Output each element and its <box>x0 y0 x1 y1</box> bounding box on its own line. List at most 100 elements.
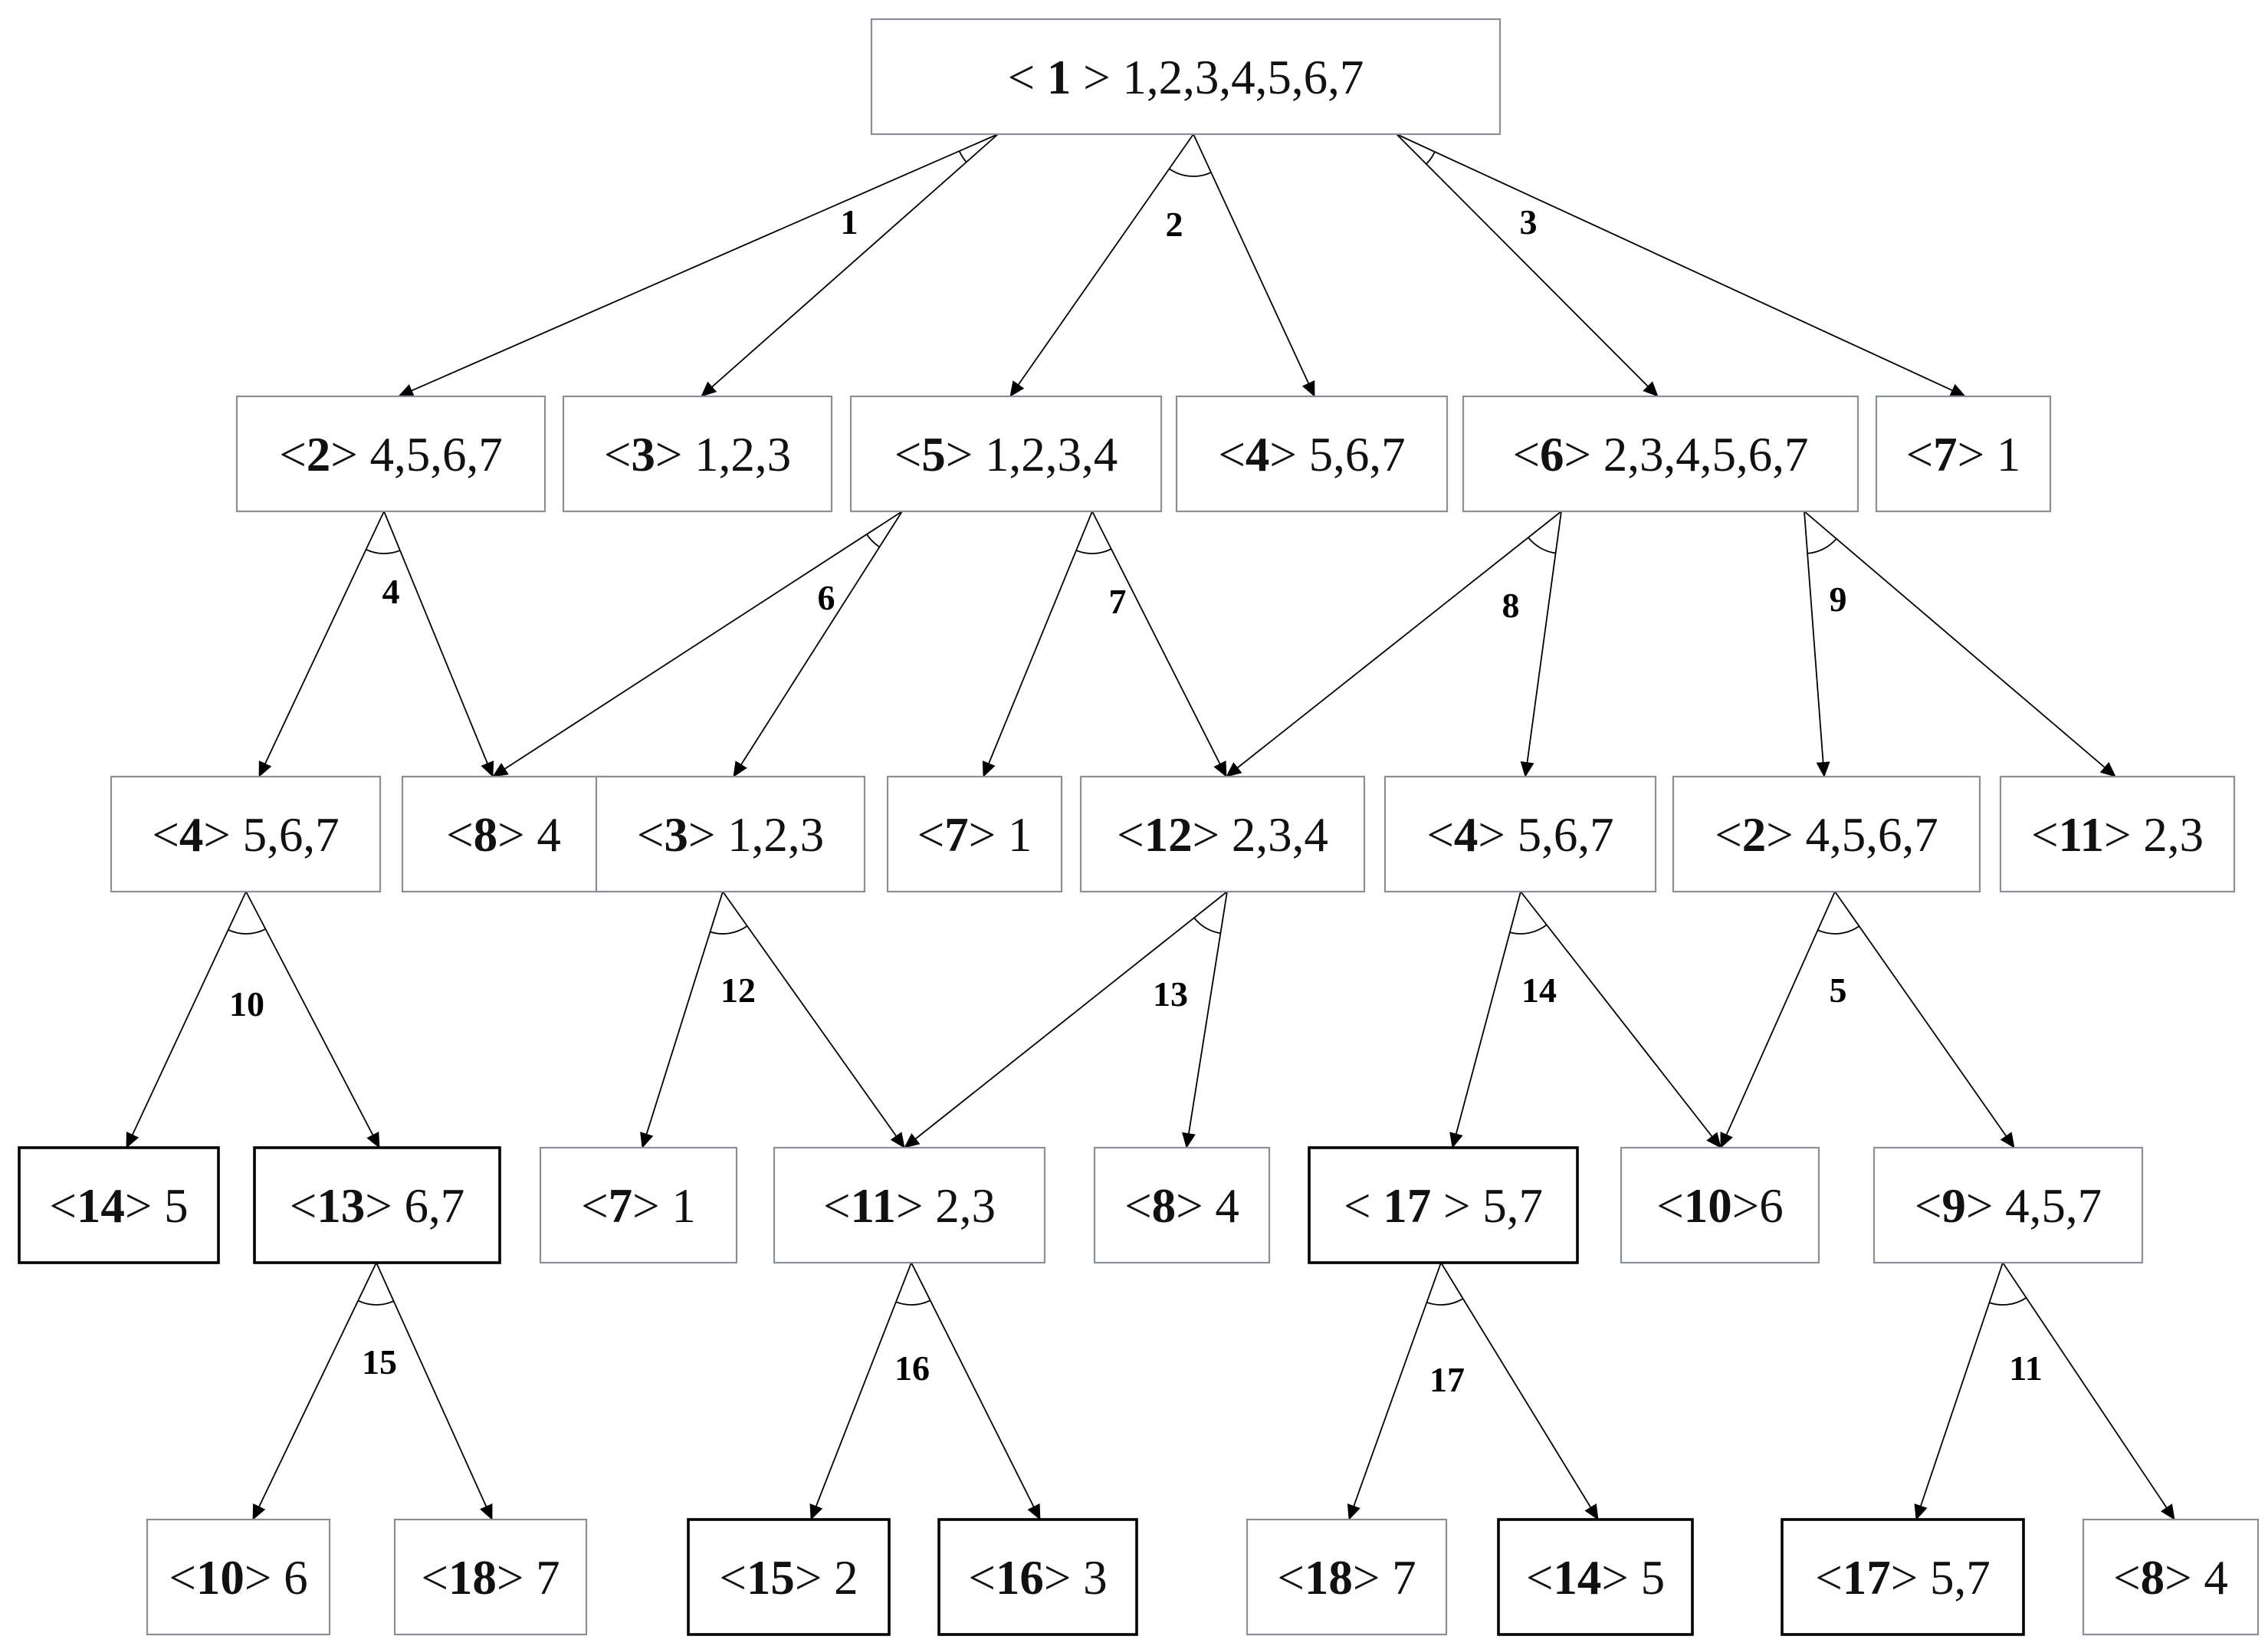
node-bracket-open: < <box>169 1551 196 1605</box>
node-id: 7 <box>609 1179 633 1233</box>
node-n14b: <14> 5 <box>1497 1518 1694 1636</box>
node-bracket-open: < <box>2031 808 2059 862</box>
edge-to-n11b <box>904 891 1228 1148</box>
edge-to-n17a <box>1449 891 1521 1148</box>
and-arc <box>895 1299 931 1306</box>
node-id: 4 <box>1454 808 1479 862</box>
node-bracket-open: < <box>719 1551 747 1605</box>
node-bracket-open: < <box>2113 1551 2141 1605</box>
operator-10 <box>126 891 380 1148</box>
node-n2a: <2> 4,5,6,7 <box>235 395 546 513</box>
edge-to-n18b <box>1347 1262 1442 1520</box>
node-n7c: <7> 1 <box>539 1146 738 1264</box>
node-items: 2,3 <box>935 1179 996 1233</box>
node-n2b: <2> 4,5,6,7 <box>1672 775 1981 893</box>
node-n5: <5> 1,2,3,4 <box>849 395 1163 513</box>
node-bracket-open: < <box>1656 1179 1684 1233</box>
terminal-node-box <box>18 1146 220 1264</box>
node-items: 4 <box>1215 1179 1239 1233</box>
node-items: 5 <box>164 1179 189 1233</box>
node-items: 2 <box>834 1551 858 1605</box>
node-id: 16 <box>996 1551 1044 1605</box>
and-arc <box>1426 151 1436 165</box>
and-arc <box>1075 548 1112 554</box>
node-items: 1 <box>671 1179 696 1233</box>
operator-14 <box>1449 891 1722 1148</box>
and-arc <box>958 150 967 163</box>
node-items: 1 <box>1997 428 2021 481</box>
operator-label: 6 <box>818 578 835 617</box>
node-items: 4 <box>2204 1551 2228 1605</box>
node-id: 2 <box>1742 808 1767 862</box>
node-items: 1,2,3,4 <box>985 428 1118 481</box>
node-items: 6,7 <box>405 1179 465 1233</box>
operator-8 <box>1226 511 1562 777</box>
node-bracket-open: < <box>1426 808 1454 862</box>
node-box <box>146 1518 331 1636</box>
and-arc <box>1168 168 1212 177</box>
operator-label: 5 <box>1830 971 1847 1010</box>
edge-to-n4c <box>1520 511 1562 777</box>
edge-to-n2b <box>1804 511 1830 777</box>
node-bracket-open: < <box>581 1179 609 1233</box>
node-bracket-open: < <box>604 428 632 481</box>
node-bracket-open: < <box>823 1179 851 1233</box>
terminal-node-box <box>1308 1146 1579 1264</box>
node-id: 18 <box>448 1551 497 1605</box>
terminal-node-box <box>1497 1518 1694 1636</box>
node-bracket-close: > <box>125 1179 164 1233</box>
node-items: 5,6,7 <box>1518 808 1614 862</box>
edges-layer <box>126 133 2175 1520</box>
node-n17b: <17> 5,7 <box>1781 1518 2025 1636</box>
node-id: 18 <box>1305 1551 1353 1605</box>
node-box <box>1175 395 1449 513</box>
node-bracket-close: > <box>1044 1551 1083 1605</box>
node-label: <11> 2,3 <box>2031 808 2204 862</box>
node-bracket-close: > <box>969 808 1008 862</box>
operator-13 <box>904 891 1228 1148</box>
node-bracket-close: > <box>896 1179 935 1233</box>
node-id: 17 <box>1843 1551 1891 1605</box>
operator-16 <box>809 1262 1041 1520</box>
node-bracket-open: < <box>1526 1551 1554 1605</box>
node-items: 4,5,6,7 <box>1806 808 1938 862</box>
node-bracket-open: < <box>1277 1551 1305 1605</box>
node-n7b: <7> 1 <box>886 775 1063 893</box>
node-label: <8> 4 <box>1124 1179 1239 1233</box>
node-items: 4 <box>537 808 561 862</box>
node-label: <4> 5,6,7 <box>1218 428 1405 481</box>
operator-6 <box>492 511 903 777</box>
node-label: <9> 4,5,7 <box>1915 1179 2102 1233</box>
node-box <box>870 18 1502 136</box>
node-bracket-close: > <box>497 808 537 862</box>
and-arc <box>1528 537 1556 554</box>
node-bracket-close: > <box>1269 428 1308 481</box>
node-n3a: <3> 1,2,3 <box>562 395 833 513</box>
edge-to-n7b <box>982 511 1093 777</box>
node-items: 2,3 <box>2143 808 2204 862</box>
node-bracket-close: > <box>655 428 694 481</box>
node-n10b: <10> 6 <box>146 1518 331 1636</box>
node-id: 14 <box>77 1179 125 1233</box>
edge-to-n4a <box>1193 133 1315 397</box>
edge-to-n11a <box>1804 511 2116 777</box>
operator-label: 3 <box>1520 202 1538 241</box>
and-arc <box>366 548 401 554</box>
node-label: <17> 5,7 <box>1815 1551 1991 1605</box>
node-bracket-close: > <box>1193 808 1232 862</box>
node-bracket-close: > <box>1966 1179 2005 1233</box>
node-bracket-open: < <box>1117 808 1144 862</box>
node-box <box>235 395 546 513</box>
node-n18b: <18> 7 <box>1246 1518 1448 1636</box>
edge-to-n18a <box>376 1262 493 1520</box>
node-n10a: <10>6 <box>1620 1146 1820 1264</box>
node-bracket-open: < <box>1815 1551 1843 1605</box>
node-label: <2> 4,5,6,7 <box>279 428 503 481</box>
edge-to-n8a <box>383 511 494 777</box>
node-id: 3 <box>664 808 688 862</box>
node-id: 3 <box>631 428 655 481</box>
node-n3b: <3> 1,2,3 <box>595 775 866 893</box>
operator-label: 12 <box>720 971 756 1010</box>
node-id: 14 <box>1553 1551 1601 1605</box>
